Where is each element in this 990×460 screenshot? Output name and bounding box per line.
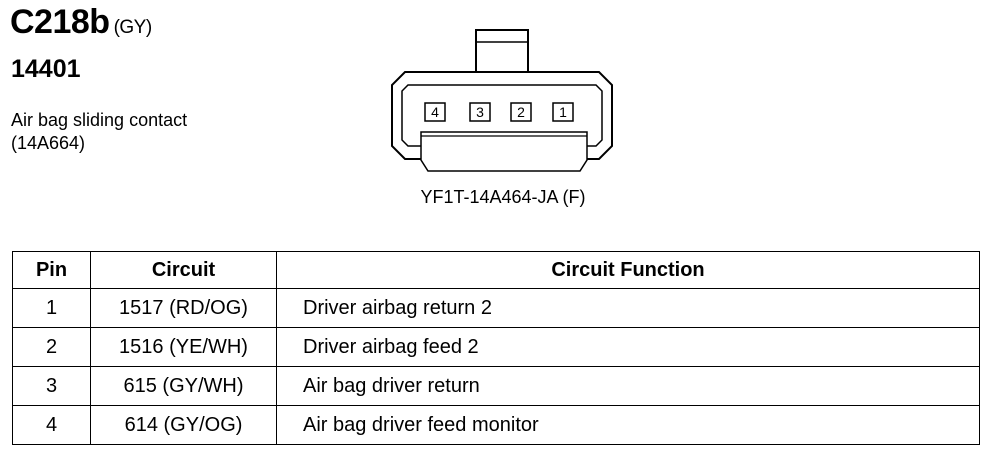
connector-latch xyxy=(475,29,529,73)
cell-circuit-function: Air bag driver return xyxy=(276,366,980,406)
pinout-table: Pin Circuit Circuit Function 1 1517 (RD/… xyxy=(12,251,980,445)
connector-id-text: C218b xyxy=(10,3,110,41)
table-row: 4 614 (GY/OG) Air bag driver feed monito… xyxy=(12,405,980,445)
cell-circuit-function: Air bag driver feed monitor xyxy=(276,405,980,445)
connector-face-diagram: 4 3 2 1 xyxy=(391,29,613,172)
part-number: 14401 xyxy=(11,55,81,83)
connector-color: (GY) xyxy=(113,17,153,38)
connector-description: Air bag sliding contact (14A664) xyxy=(11,109,187,155)
cell-pin: 2 xyxy=(12,327,91,367)
description-line-1: Air bag sliding contact xyxy=(11,110,188,130)
table-row: 1 1517 (RD/OG) Driver airbag return 2 xyxy=(12,288,980,328)
cell-circuit: 615 (GY/WH) xyxy=(90,366,277,406)
pin-cavity-4 xyxy=(424,102,446,122)
cell-circuit: 1516 (YE/WH) xyxy=(90,327,277,367)
connector-part-label: YF1T-14A464-JA (F) xyxy=(420,187,586,207)
table-row: 3 615 (GY/WH) Air bag driver return xyxy=(12,366,980,406)
pin-cavity-3 xyxy=(469,102,491,122)
cell-circuit: 1517 (RD/OG) xyxy=(90,288,277,328)
table-header-row: Pin Circuit Circuit Function xyxy=(12,251,980,289)
header-circuit: Circuit xyxy=(90,251,277,289)
pin-label-3: 3 xyxy=(476,104,484,120)
header-pin: Pin xyxy=(12,251,91,289)
pin-cavity-2 xyxy=(510,102,532,122)
cell-pin: 3 xyxy=(12,366,91,406)
connector-inner-face xyxy=(401,84,603,147)
cell-circuit-function: Driver airbag return 2 xyxy=(276,288,980,328)
pin-label-2: 2 xyxy=(517,104,525,120)
connector-id: C218b(GY) xyxy=(10,2,152,42)
table-row: 2 1516 (YE/WH) Driver airbag feed 2 xyxy=(12,327,980,367)
pin-cavity-1 xyxy=(552,102,574,122)
cell-circuit: 614 (GY/OG) xyxy=(90,405,277,445)
description-line-2: (14A664) xyxy=(11,133,86,153)
cell-circuit-function: Driver airbag feed 2 xyxy=(276,327,980,367)
cell-pin: 4 xyxy=(12,405,91,445)
pin-label-4: 4 xyxy=(431,104,439,120)
connector-key-slot xyxy=(420,131,588,172)
pin-label-1: 1 xyxy=(559,104,567,120)
cell-pin: 1 xyxy=(12,288,91,328)
header-circuit-function: Circuit Function xyxy=(276,251,980,289)
